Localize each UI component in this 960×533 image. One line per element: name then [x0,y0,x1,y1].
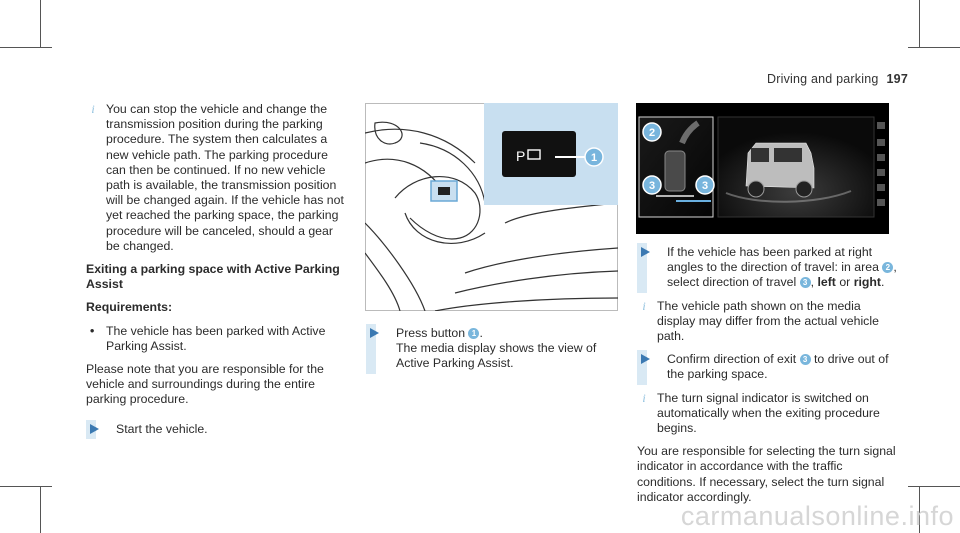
badge-1: 1 [468,328,480,339]
info-icon: i [642,390,646,405]
arrow-icon [370,328,379,338]
instruction-step: Press button 1.The media display shows t… [366,324,616,374]
crop-mark [0,486,52,487]
watermark: carmanualsonline.info [680,501,954,531]
page-header: Driving and parking 197 [767,72,908,86]
badge-1: 1 [591,152,597,164]
figure-media-display: 2 3 3 [636,103,889,234]
instruction-step: Start the vehicle. [86,419,344,439]
crop-mark [919,486,920,533]
figure-parking-button: P 1 [365,103,618,311]
badge-2: 2 [882,262,894,274]
arrow-icon [641,247,650,257]
badge-3: 3 [702,180,708,192]
badge-3: 3 [799,354,811,366]
paragraph: You are responsible for selecting the tu… [637,444,896,504]
column-3: If the vehicle has been parked at right … [637,243,897,513]
section-heading: Exiting a parking space with Active Park… [86,262,340,292]
page-number: 197 [886,72,908,86]
arrow-icon [641,354,650,365]
badge-3: 3 [649,180,655,192]
info-icon: i [642,298,646,313]
instruction-step: If the vehicle has been parked at right … [637,243,897,293]
instruction-step: Confirm direction of exit 3 to drive out… [637,350,897,385]
requirement-item: •The vehicle has been parked with Active… [90,323,326,353]
bullet-icon: • [90,323,95,338]
badge-3: 3 [799,277,811,289]
column-2: Press button 1.The media display shows t… [366,324,616,380]
paragraph: Please note that you are responsible for… [86,362,324,407]
crop-mark [40,0,41,48]
info-icon: i [91,102,95,116]
crop-mark [919,0,920,48]
svg-text:P: P [516,148,525,164]
section-title: Driving and parking [767,72,879,86]
crop-mark [0,47,52,48]
arrow-icon [90,423,99,434]
badge-2: 2 [649,127,655,139]
requirements-label: Requirements: [86,300,173,315]
crop-mark [908,486,960,487]
crop-mark [40,486,41,533]
crop-mark [908,47,960,48]
